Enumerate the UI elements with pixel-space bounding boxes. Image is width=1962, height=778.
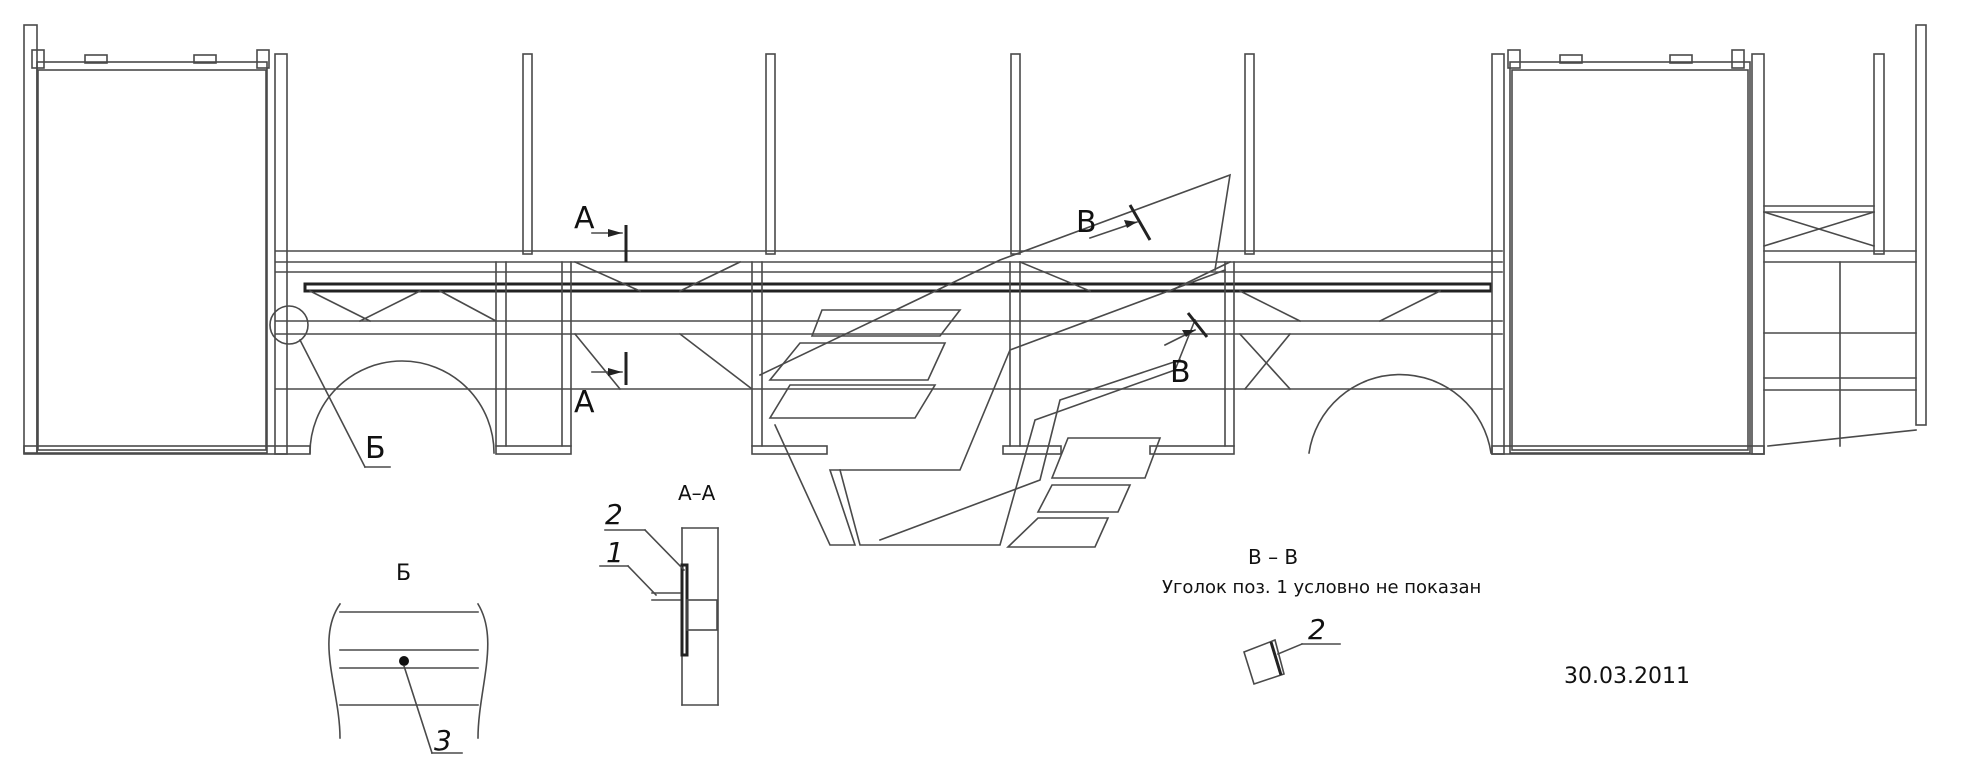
section-a-bottom-label: А [574,385,595,420]
view-aa-callout-1: 1 [606,536,624,569]
view-aa-callout-2: 2 [605,498,623,531]
section-a-top-label: А [574,201,595,236]
right-module [1491,24,1927,455]
section-marks: А А В В Б [269,201,1209,469]
view-vv-note: Уголок поз. 1 условно не показан [1162,577,1481,598]
section-v-top-label: В [1076,205,1097,240]
section-aa: А–А 1 2 [599,481,719,706]
view-aa-title: А–А [678,481,716,505]
staircase [758,173,1232,548]
view-vv-callout-2: 2 [1308,613,1326,646]
view-vv-title: В – В [1248,545,1298,569]
vertical-posts [522,53,1255,255]
main-deck [275,250,1503,455]
view-b-title: Б [396,561,411,586]
section-vv: В – В Уголок поз. 1 условно не показан 2 [1162,545,1481,686]
callout-b-label: Б [365,431,386,466]
view-b-callout-3: 3 [434,724,452,757]
wheel-arches [309,360,1492,454]
left-module [23,24,311,455]
section-v-bottom-label: В [1170,355,1191,390]
detail-view-b: Б 3 [328,561,489,757]
date-stamp: 30.03.2011 [1564,664,1690,689]
